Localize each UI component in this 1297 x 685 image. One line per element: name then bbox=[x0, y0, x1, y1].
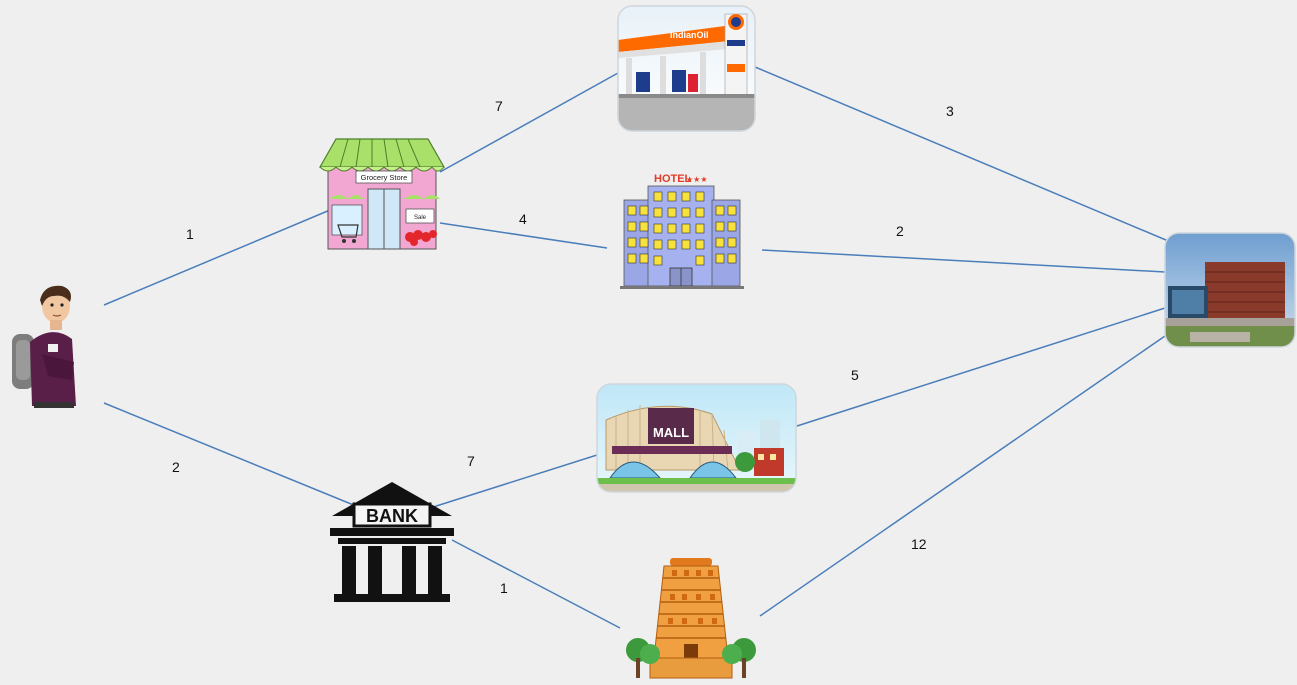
office-building-icon bbox=[1164, 232, 1296, 348]
edge-petrol-destination bbox=[754, 66, 1174, 244]
person-icon bbox=[12, 285, 76, 408]
mall-icon: MALL bbox=[596, 383, 797, 493]
edge-grocery-hotel bbox=[439, 222, 608, 249]
petrol-brand-label: IndianOil bbox=[670, 30, 709, 40]
weight-person-grocery: 1 bbox=[186, 226, 194, 242]
weight-temple-destination: 12 bbox=[911, 536, 927, 552]
edge-person-grocery bbox=[103, 209, 331, 306]
grocery-store-icon: Grocery Store Sale bbox=[318, 138, 446, 250]
bank-icon: BANK bbox=[330, 482, 454, 602]
edge-grocery-petrol bbox=[439, 72, 619, 173]
hotel-sign: HOTEL bbox=[654, 173, 692, 185]
edge-temple-destination bbox=[759, 335, 1166, 617]
grocery-store-sign: Grocery Store bbox=[361, 173, 408, 182]
edge-mall-destination bbox=[796, 307, 1166, 427]
hotel-stars: ★★★ bbox=[686, 175, 708, 184]
weight-grocery-hotel: 4 bbox=[519, 211, 527, 227]
petrol-station-icon: IndianOil bbox=[617, 5, 756, 132]
weight-bank-temple: 1 bbox=[500, 580, 508, 596]
temple-icon bbox=[626, 558, 756, 679]
edge-hotel-destination bbox=[761, 249, 1166, 273]
hotel-icon: HOTEL ★★★ bbox=[620, 173, 744, 289]
weight-petrol-destination: 3 bbox=[946, 103, 954, 119]
edge-bank-mall bbox=[429, 454, 598, 509]
grocery-sale-sign: Sale bbox=[414, 215, 427, 221]
weight-hotel-destination: 2 bbox=[896, 223, 904, 239]
weight-bank-mall: 7 bbox=[467, 453, 475, 469]
bank-label: BANK bbox=[366, 506, 418, 526]
edges bbox=[103, 66, 1174, 629]
edge-bank-temple bbox=[451, 539, 621, 629]
weight-person-bank: 2 bbox=[172, 459, 180, 475]
weight-grocery-petrol: 7 bbox=[495, 98, 503, 114]
edge-person-bank bbox=[103, 402, 357, 507]
mall-sign: MALL bbox=[653, 425, 689, 440]
weight-mall-destination: 5 bbox=[851, 367, 859, 383]
